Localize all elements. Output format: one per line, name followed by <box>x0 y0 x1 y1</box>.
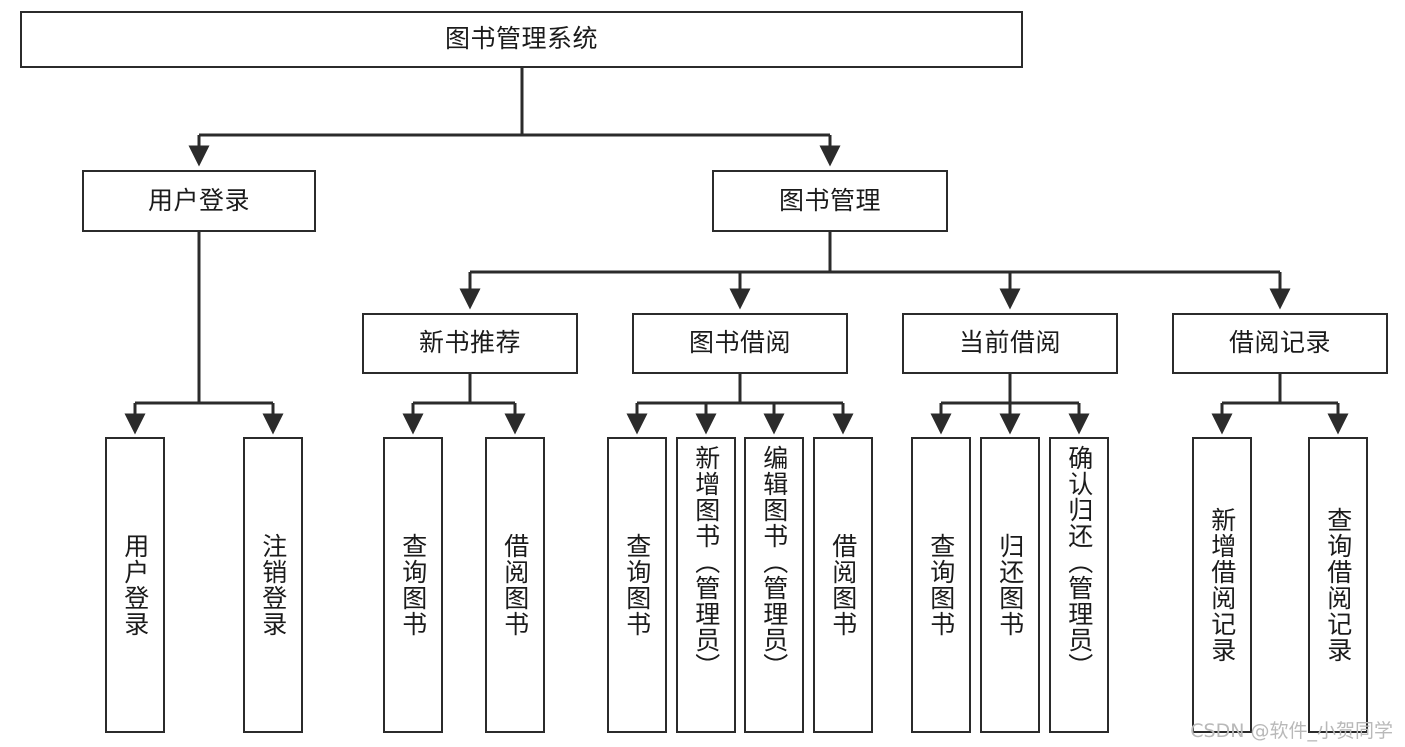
node-label: 借阅图书 <box>828 533 858 637</box>
leaf-add-borrow-record[interactable]: 新增借阅记录 <box>1192 437 1252 733</box>
node-label: 当前借阅 <box>958 328 1061 358</box>
node-label: 图书借阅 <box>688 328 791 358</box>
node-label: 查询借阅记录 <box>1323 507 1353 663</box>
node-root-book-management-system[interactable]: 图书管理系统 <box>20 11 1023 68</box>
node-label: 图书管理 <box>778 185 881 215</box>
leaf-edit-book-admin[interactable]: 编辑图书（管理员） <box>744 437 804 733</box>
leaf-return-book[interactable]: 归还图书 <box>980 437 1040 733</box>
leaf-borrow-book-recommend[interactable]: 借阅图书 <box>485 437 545 733</box>
leaf-query-book-current[interactable]: 查询图书 <box>911 437 971 733</box>
node-label: 新增图书（管理员） <box>691 445 721 679</box>
leaf-user-login[interactable]: 用户登录 <box>105 437 165 733</box>
leaf-add-book-admin[interactable]: 新增图书（管理员） <box>676 437 736 733</box>
node-label: 注销登录 <box>258 533 288 637</box>
leaf-logout[interactable]: 注销登录 <box>243 437 303 733</box>
leaf-query-borrow-record[interactable]: 查询借阅记录 <box>1308 437 1368 733</box>
node-label: 用户登录 <box>120 533 150 637</box>
node-label: 用户登录 <box>147 185 250 215</box>
node-borrow-record[interactable]: 借阅记录 <box>1172 313 1388 374</box>
watermark-text: CSDN @软件_小贺同学 <box>1190 720 1393 742</box>
node-label: 新书推荐 <box>418 328 521 358</box>
node-user-login[interactable]: 用户登录 <box>82 170 316 232</box>
node-label: 归还图书 <box>995 533 1025 637</box>
node-new-book-recommend[interactable]: 新书推荐 <box>362 313 578 374</box>
leaf-borrow-book[interactable]: 借阅图书 <box>813 437 873 733</box>
node-label: 图书管理系统 <box>444 24 598 54</box>
node-book-management[interactable]: 图书管理 <box>712 170 948 232</box>
node-label: 确认归还（管理员） <box>1064 445 1094 679</box>
node-label: 查询图书 <box>398 533 428 637</box>
node-label: 借阅记录 <box>1228 328 1331 358</box>
node-label: 借阅图书 <box>500 533 530 637</box>
node-current-borrow[interactable]: 当前借阅 <box>902 313 1118 374</box>
node-label: 新增借阅记录 <box>1207 507 1237 663</box>
leaf-query-book-borrow[interactable]: 查询图书 <box>607 437 667 733</box>
node-label: 查询图书 <box>622 533 652 637</box>
node-label: 查询图书 <box>926 533 956 637</box>
leaf-confirm-return-admin[interactable]: 确认归还（管理员） <box>1049 437 1109 733</box>
node-label: 编辑图书（管理员） <box>759 445 789 679</box>
node-book-borrow[interactable]: 图书借阅 <box>632 313 848 374</box>
leaf-query-book-recommend[interactable]: 查询图书 <box>383 437 443 733</box>
